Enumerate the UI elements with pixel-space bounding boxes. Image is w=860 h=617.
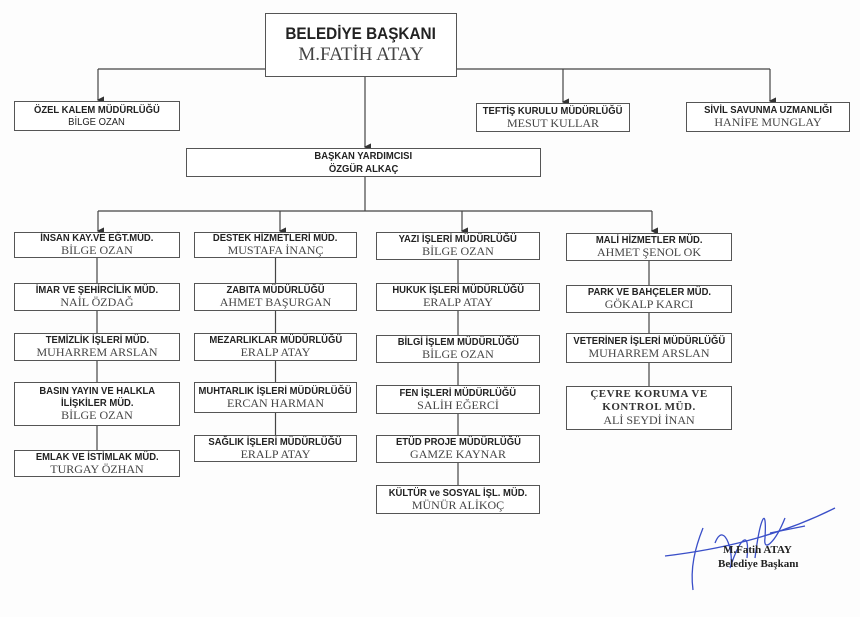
unit-head: ALİ SEYDİ İNAN	[603, 412, 695, 427]
unit-title: FEN İŞLERİ MÜDÜRLÜĞÜ	[399, 386, 517, 399]
unit-title: MEZARLIKLAR MÜDÜRLÜĞÜ	[209, 334, 342, 347]
unit-title: ETÜD PROJE MÜDÜRLÜĞÜ	[395, 436, 521, 449]
unit-title: SAĞLIK İŞLERİ MÜDÜRLÜĞÜ	[208, 435, 343, 448]
mayor-name: M.FATİH ATAY	[298, 43, 424, 65]
unit-head: BİLGE OZAN	[422, 347, 494, 362]
direct-report-box: TEFTİŞ KURULU MÜDÜRLÜĞÜ MESUT KULLAR	[476, 103, 630, 132]
unit-title: MALİ HİZMETLER MÜD.	[595, 234, 703, 247]
unit-title: TEFTİŞ KURULU MÜDÜRLÜĞÜ	[483, 104, 623, 117]
signature	[664, 507, 836, 591]
unit-head: MUHARREM ARSLAN	[588, 346, 710, 361]
direct-report-box: ÖZEL KALEM MÜDÜRLÜĞÜ BİLGE OZAN	[14, 101, 180, 131]
department-box: MALİ HİZMETLER MÜD.AHMET ŞENOL OK	[566, 233, 732, 261]
unit-head: SALİH EĞERCİ	[417, 397, 499, 412]
unit-title: SİVİL SAVUNMA UZMANLIĞI	[704, 104, 832, 117]
unit-head: HANİFE MUNGLAY	[714, 115, 822, 130]
unit-title: ÇEVRE KORUMA VE	[590, 388, 708, 401]
unit-title: DESTEK HİZMETLERİ MÜD.	[213, 232, 338, 245]
unit-head: BİLGE OZAN	[68, 116, 126, 128]
department-box: PARK VE BAHÇELER MÜD.GÖKALP KARCI	[566, 285, 732, 313]
department-box: İMAR VE ŞEHİRCİLİK MÜD.NAİL ÖZDAĞ	[14, 283, 180, 311]
unit-title: VETERİNER İŞLERİ MÜDÜRLÜĞÜ	[573, 335, 725, 348]
unit-head: AHMET BAŞURGAN	[219, 295, 332, 310]
unit-title: HUKUK İŞLERİ MÜDÜRLÜĞÜ	[392, 284, 524, 297]
deputy-title: BAŞKAN YARDIMCISI	[314, 150, 413, 163]
unit-head: MESUT KULLAR	[506, 115, 600, 130]
unit-title: ZABITA MÜDÜRLÜĞÜ	[226, 284, 325, 297]
unit-title: İMAR VE ŞEHİRCİLİK MÜD.	[35, 284, 159, 297]
unit-head: MUHARREM ARSLAN	[36, 345, 158, 360]
unit-title: BİLGİ İŞLEM MÜDÜRLÜĞÜ	[397, 336, 519, 349]
unit-head: ERALP ATAY	[240, 446, 311, 461]
unit-title: PARK VE BAHÇELER MÜD.	[587, 286, 711, 299]
department-box: İNSAN KAY.VE EĞT.MÜD.BİLGE OZAN	[14, 232, 180, 258]
deputy-name: ÖZGÜR ALKAÇ	[328, 162, 399, 175]
department-box: EMLAK VE İSTİMLAK MÜD.TURGAY ÖZHAN	[14, 450, 180, 477]
mayor-box: BELEDİYE BAŞKANI M.FATİH ATAY	[265, 13, 457, 77]
unit-head: BİLGE OZAN	[422, 244, 494, 259]
unit-head: TURGAY ÖZHAN	[50, 461, 144, 476]
department-box: DESTEK HİZMETLERİ MÜD.MUSTAFA İNANÇ	[194, 232, 357, 258]
signature-role: Belediye Başkanı	[718, 558, 799, 570]
unit-title: İLİŞKİLER MÜD.	[60, 397, 134, 410]
unit-head: MÜNÜR ALİKOÇ	[411, 497, 505, 512]
unit-head: GÖKALP KARCI	[604, 297, 694, 312]
unit-title: TEMİZLİK İŞLERİ MÜD.	[45, 334, 149, 347]
unit-title: EMLAK VE İSTİMLAK MÜD.	[35, 450, 159, 463]
unit-head: ERALP ATAY	[423, 295, 493, 310]
unit-head: ERALP ATAY	[240, 345, 311, 360]
unit-title: MUHTARLIK İŞLERİ MÜDÜRLÜĞÜ	[198, 384, 353, 397]
unit-title: BASIN YAYIN VE HALKLA	[39, 385, 155, 398]
unit-head: ERCAN HARMAN	[226, 395, 324, 410]
unit-head: MUSTAFA İNANÇ	[227, 243, 324, 258]
unit-head: BİLGE OZAN	[61, 243, 133, 258]
department-box: TEMİZLİK İŞLERİ MÜD.MUHARREM ARSLAN	[14, 333, 180, 361]
unit-title: YAZI İŞLERİ MÜDÜRLÜĞÜ	[398, 233, 518, 246]
unit-head: BİLGE OZAN	[61, 408, 133, 423]
mayor-title: BELEDİYE BAŞKANI	[285, 24, 437, 44]
direct-report-box: SİVİL SAVUNMA UZMANLIĞI HANİFE MUNGLAY	[686, 102, 850, 132]
signature-name: M.Fatih ATAY	[723, 544, 792, 556]
unit-head: GAMZE KAYNAR	[410, 447, 506, 462]
unit-title: ÖZEL KALEM MÜDÜRLÜĞÜ	[34, 103, 160, 116]
unit-title: İNSAN KAY.VE EĞT.MÜD.	[40, 232, 154, 245]
unit-head: AHMET ŞENOL OK	[597, 245, 701, 260]
unit-head: NAİL ÖZDAĞ	[60, 295, 134, 310]
unit-title: KONTROL MÜD.	[602, 401, 696, 414]
department-box: KÜLTÜR ve SOSYAL İŞL. MÜD.MÜNÜR ALİKOÇ	[376, 485, 540, 514]
deputy-box: BAŞKAN YARDIMCISI ÖZGÜR ALKAÇ	[186, 148, 541, 177]
unit-title: KÜLTÜR ve SOSYAL İŞL. MÜD.	[388, 486, 528, 499]
